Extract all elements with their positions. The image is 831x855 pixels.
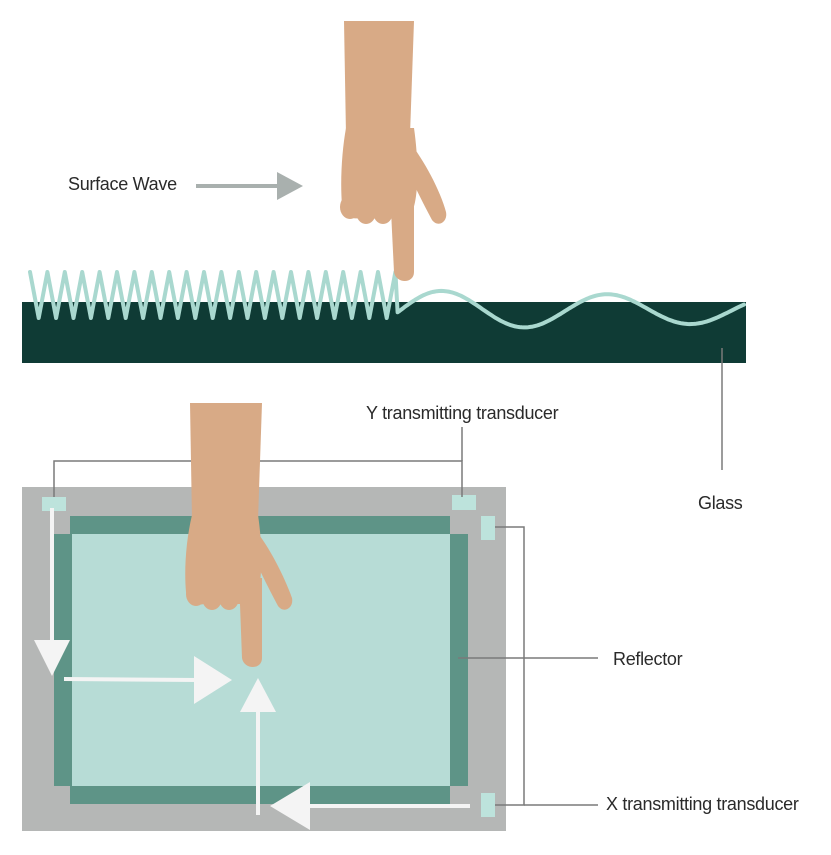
reflector-strip-top	[70, 516, 450, 534]
surface-wave-line	[28, 270, 746, 330]
reflector-strip-right	[450, 534, 468, 786]
glass-label: Glass	[698, 493, 743, 513]
reflector-label: Reflector	[613, 649, 683, 669]
y-receiving-transducer	[42, 497, 66, 511]
x-transmitting-transducer-label: X transmitting transducer	[606, 794, 799, 814]
pointing-hand-icon	[185, 403, 293, 667]
pointing-hand-icon	[340, 21, 447, 281]
signal-arrows	[34, 508, 470, 830]
y-transmitting-transducer-label: Y transmitting transducer	[366, 403, 559, 423]
reflector-strip-left	[54, 534, 72, 786]
surface-wave-label: Surface Wave	[68, 174, 177, 194]
surface-wave-arrow-head	[277, 172, 303, 200]
y-transmitting-transducer	[452, 495, 476, 510]
x-transmitting-transducer	[481, 793, 495, 817]
x-receiving-transducer	[481, 516, 495, 540]
x-transducer-callout-line	[495, 526, 525, 806]
